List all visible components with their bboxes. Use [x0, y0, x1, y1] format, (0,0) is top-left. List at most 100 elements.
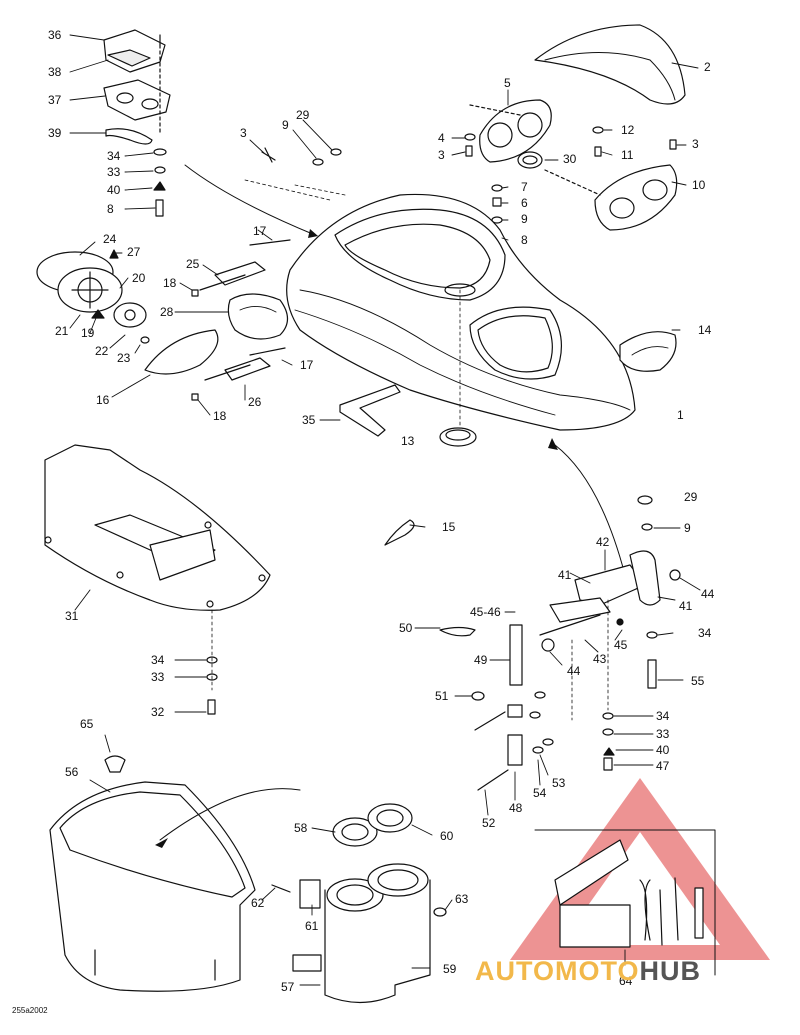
callout-7: 7: [521, 180, 528, 194]
callout-49: 49: [474, 653, 488, 667]
callout-41b: 41: [679, 599, 693, 613]
watermark-logo: AUTOMOTOHUB: [475, 956, 701, 987]
tool-kit-inset: [534, 829, 716, 976]
callout-53: 53: [552, 776, 566, 790]
callout-9c: 9: [684, 521, 691, 535]
gauge-panel: [594, 164, 678, 231]
callout-42: 42: [596, 535, 610, 549]
front-hood: [286, 193, 636, 431]
callout-33b: 33: [151, 670, 165, 684]
callout-34: 34: [107, 149, 121, 163]
callout-5: 5: [504, 76, 511, 90]
callout-55: 55: [691, 674, 705, 688]
watermark-triangle: [510, 778, 770, 960]
callout-45: 45: [614, 638, 628, 652]
callout-2: 2: [704, 60, 711, 74]
callout-26: 26: [248, 395, 262, 409]
drawing-code: 255a2002: [12, 1006, 48, 1015]
callout-18: 18: [163, 276, 177, 290]
callout-24: 24: [103, 232, 117, 246]
callout-52: 52: [482, 816, 496, 830]
gauge-ring: [517, 151, 543, 169]
callout-9: 9: [282, 118, 289, 132]
callout-16: 16: [96, 393, 110, 407]
watermark-brand-a: AUTOMOTO: [475, 956, 640, 986]
callout-10: 10: [692, 178, 706, 192]
callout-45-46: 45-46: [470, 605, 501, 619]
callout-43: 43: [593, 652, 607, 666]
callout-41: 41: [558, 568, 572, 582]
callout-30: 30: [563, 152, 577, 166]
callout-31: 31: [65, 609, 79, 623]
callout-51: 51: [435, 689, 449, 703]
storage-tubes: [271, 803, 447, 1004]
callout-8b: 8: [521, 233, 528, 247]
steering-support-assembly: [439, 495, 681, 791]
callout-33: 33: [107, 165, 121, 179]
callout-13: 13: [401, 434, 415, 448]
callout-63: 63: [455, 892, 469, 906]
callout-21: 21: [55, 324, 69, 338]
callout-33c: 33: [656, 727, 670, 741]
callout-8: 8: [107, 202, 114, 216]
callout-12: 12: [621, 123, 635, 137]
callout-34b: 34: [698, 626, 712, 640]
callout-23: 23: [117, 351, 131, 365]
callout-40: 40: [107, 183, 121, 197]
key-and-grommet: [339, 289, 477, 447]
watermark-brand-b: HUB: [639, 956, 702, 986]
callout-57: 57: [281, 980, 295, 994]
callout-17b: 17: [300, 358, 314, 372]
callout-28: 28: [160, 305, 174, 319]
callout-25: 25: [186, 257, 200, 271]
callout-44b: 44: [567, 664, 581, 678]
callout-39: 39: [48, 126, 62, 140]
callout-58: 58: [294, 821, 308, 835]
callout-9b: 9: [521, 212, 528, 226]
windshield: [534, 24, 686, 105]
callout-50: 50: [399, 621, 413, 635]
upper-bracket-assembly: [103, 29, 171, 217]
callout-1: 1: [677, 408, 684, 422]
callout-27: 27: [127, 245, 141, 259]
callout-29: 29: [296, 108, 310, 122]
callout-37: 37: [48, 93, 62, 107]
callout-40b: 40: [656, 743, 670, 757]
assembly-arrow-1: [184, 164, 316, 236]
callout-34d: 34: [656, 709, 670, 723]
clip: [384, 519, 415, 546]
callout-18b: 18: [213, 409, 227, 423]
callout-47: 47: [656, 759, 670, 773]
callout-36: 36: [48, 28, 62, 42]
callout-11: 11: [621, 148, 634, 162]
callout-leader-lines: [69, 34, 701, 986]
callout-38: 38: [48, 65, 62, 79]
callout-14: 14: [698, 323, 712, 337]
gauge-bezel: [479, 99, 552, 163]
callout-60: 60: [440, 829, 454, 843]
side-vent: [619, 331, 677, 372]
callout-35: 35: [302, 413, 316, 427]
callout-61: 61: [305, 919, 319, 933]
callout-44: 44: [701, 587, 715, 601]
callout-65: 65: [80, 717, 94, 731]
storage-cover-panel: [44, 444, 271, 715]
callout-19: 19: [81, 326, 95, 340]
callout-34c: 34: [151, 653, 165, 667]
callout-6: 6: [521, 196, 528, 210]
assembly-arrow-3: [159, 788, 301, 841]
hood-side-brackets: [191, 239, 291, 401]
callout-29b: 29: [684, 490, 698, 504]
callout-48: 48: [509, 801, 523, 815]
callout-64: 64: [619, 974, 633, 988]
callout-4: 4: [438, 131, 445, 145]
callout-17: 17: [253, 224, 267, 238]
assembly-arrow-2: [554, 444, 626, 576]
callout-3b: 3: [438, 148, 445, 162]
callout-56: 56: [65, 765, 79, 779]
callout-20: 20: [132, 271, 146, 285]
callout-32: 32: [151, 705, 165, 719]
callout-3c: 3: [692, 137, 699, 151]
